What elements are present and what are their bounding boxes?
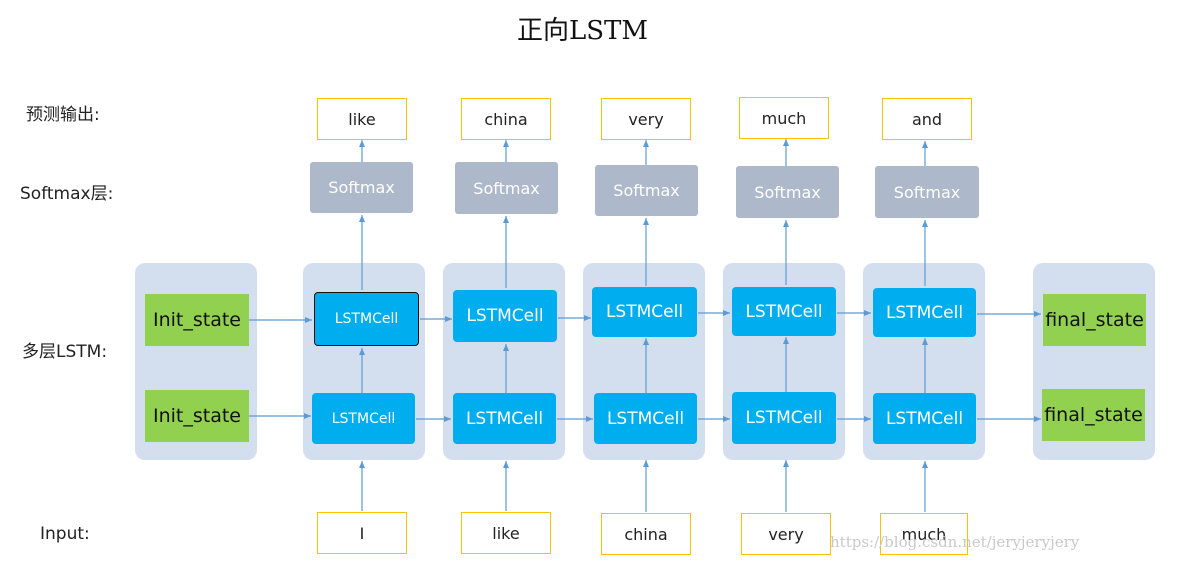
output-word-3: very bbox=[601, 98, 691, 140]
input-word-4: very bbox=[741, 513, 831, 555]
diagram-title: 正向LSTM bbox=[516, 16, 649, 46]
lstm-cell-top-2: LSTMCell bbox=[453, 290, 557, 342]
softmax-1: Softmax bbox=[310, 162, 413, 213]
softmax-4: Softmax bbox=[736, 166, 839, 218]
watermark: https://blog.csdn.net/jeryjeryjery bbox=[830, 533, 1080, 551]
lstm-cell-bottom-1: LSTMCell bbox=[312, 393, 415, 444]
softmax-5: Softmax bbox=[875, 166, 979, 218]
softmax-2: Softmax bbox=[455, 162, 558, 214]
output-word-5: and bbox=[882, 98, 972, 140]
output-word-1: like bbox=[317, 98, 407, 140]
row-label-lstm: 多层LSTM: bbox=[22, 342, 108, 362]
lstm-cell-top-1[interactable]: LSTMCell bbox=[314, 292, 419, 346]
init-state-top: Init_state bbox=[145, 294, 249, 346]
output-word-4: much bbox=[739, 97, 829, 139]
row-label-predict: 预测输出: bbox=[26, 105, 100, 125]
input-word-1: I bbox=[317, 512, 407, 554]
lstm-cell-bottom-2: LSTMCell bbox=[453, 393, 556, 444]
output-word-2: china bbox=[461, 98, 551, 140]
input-word-2: like bbox=[461, 512, 551, 554]
softmax-3: Softmax bbox=[595, 165, 698, 216]
input-word-3: china bbox=[601, 513, 691, 555]
lstm-cell-bottom-3: LSTMCell bbox=[594, 393, 697, 444]
input-word-5: much bbox=[880, 513, 968, 555]
lstm-cell-bottom-5: LSTMCell bbox=[873, 393, 976, 444]
lstm-cell-bottom-4: LSTMCell bbox=[732, 392, 836, 444]
init-state-bottom: Init_state bbox=[145, 390, 249, 442]
lstm-cell-top-5: LSTMCell bbox=[873, 288, 976, 337]
final-state-bottom: final_state bbox=[1042, 389, 1145, 441]
row-label-softmax: Softmax层: bbox=[20, 184, 114, 204]
final-state-top: final_state bbox=[1043, 294, 1146, 346]
lstm-cell-top-3: LSTMCell bbox=[592, 287, 697, 337]
lstm-cell-top-4: LSTMCell bbox=[732, 287, 836, 336]
row-label-input: Input: bbox=[40, 524, 90, 544]
